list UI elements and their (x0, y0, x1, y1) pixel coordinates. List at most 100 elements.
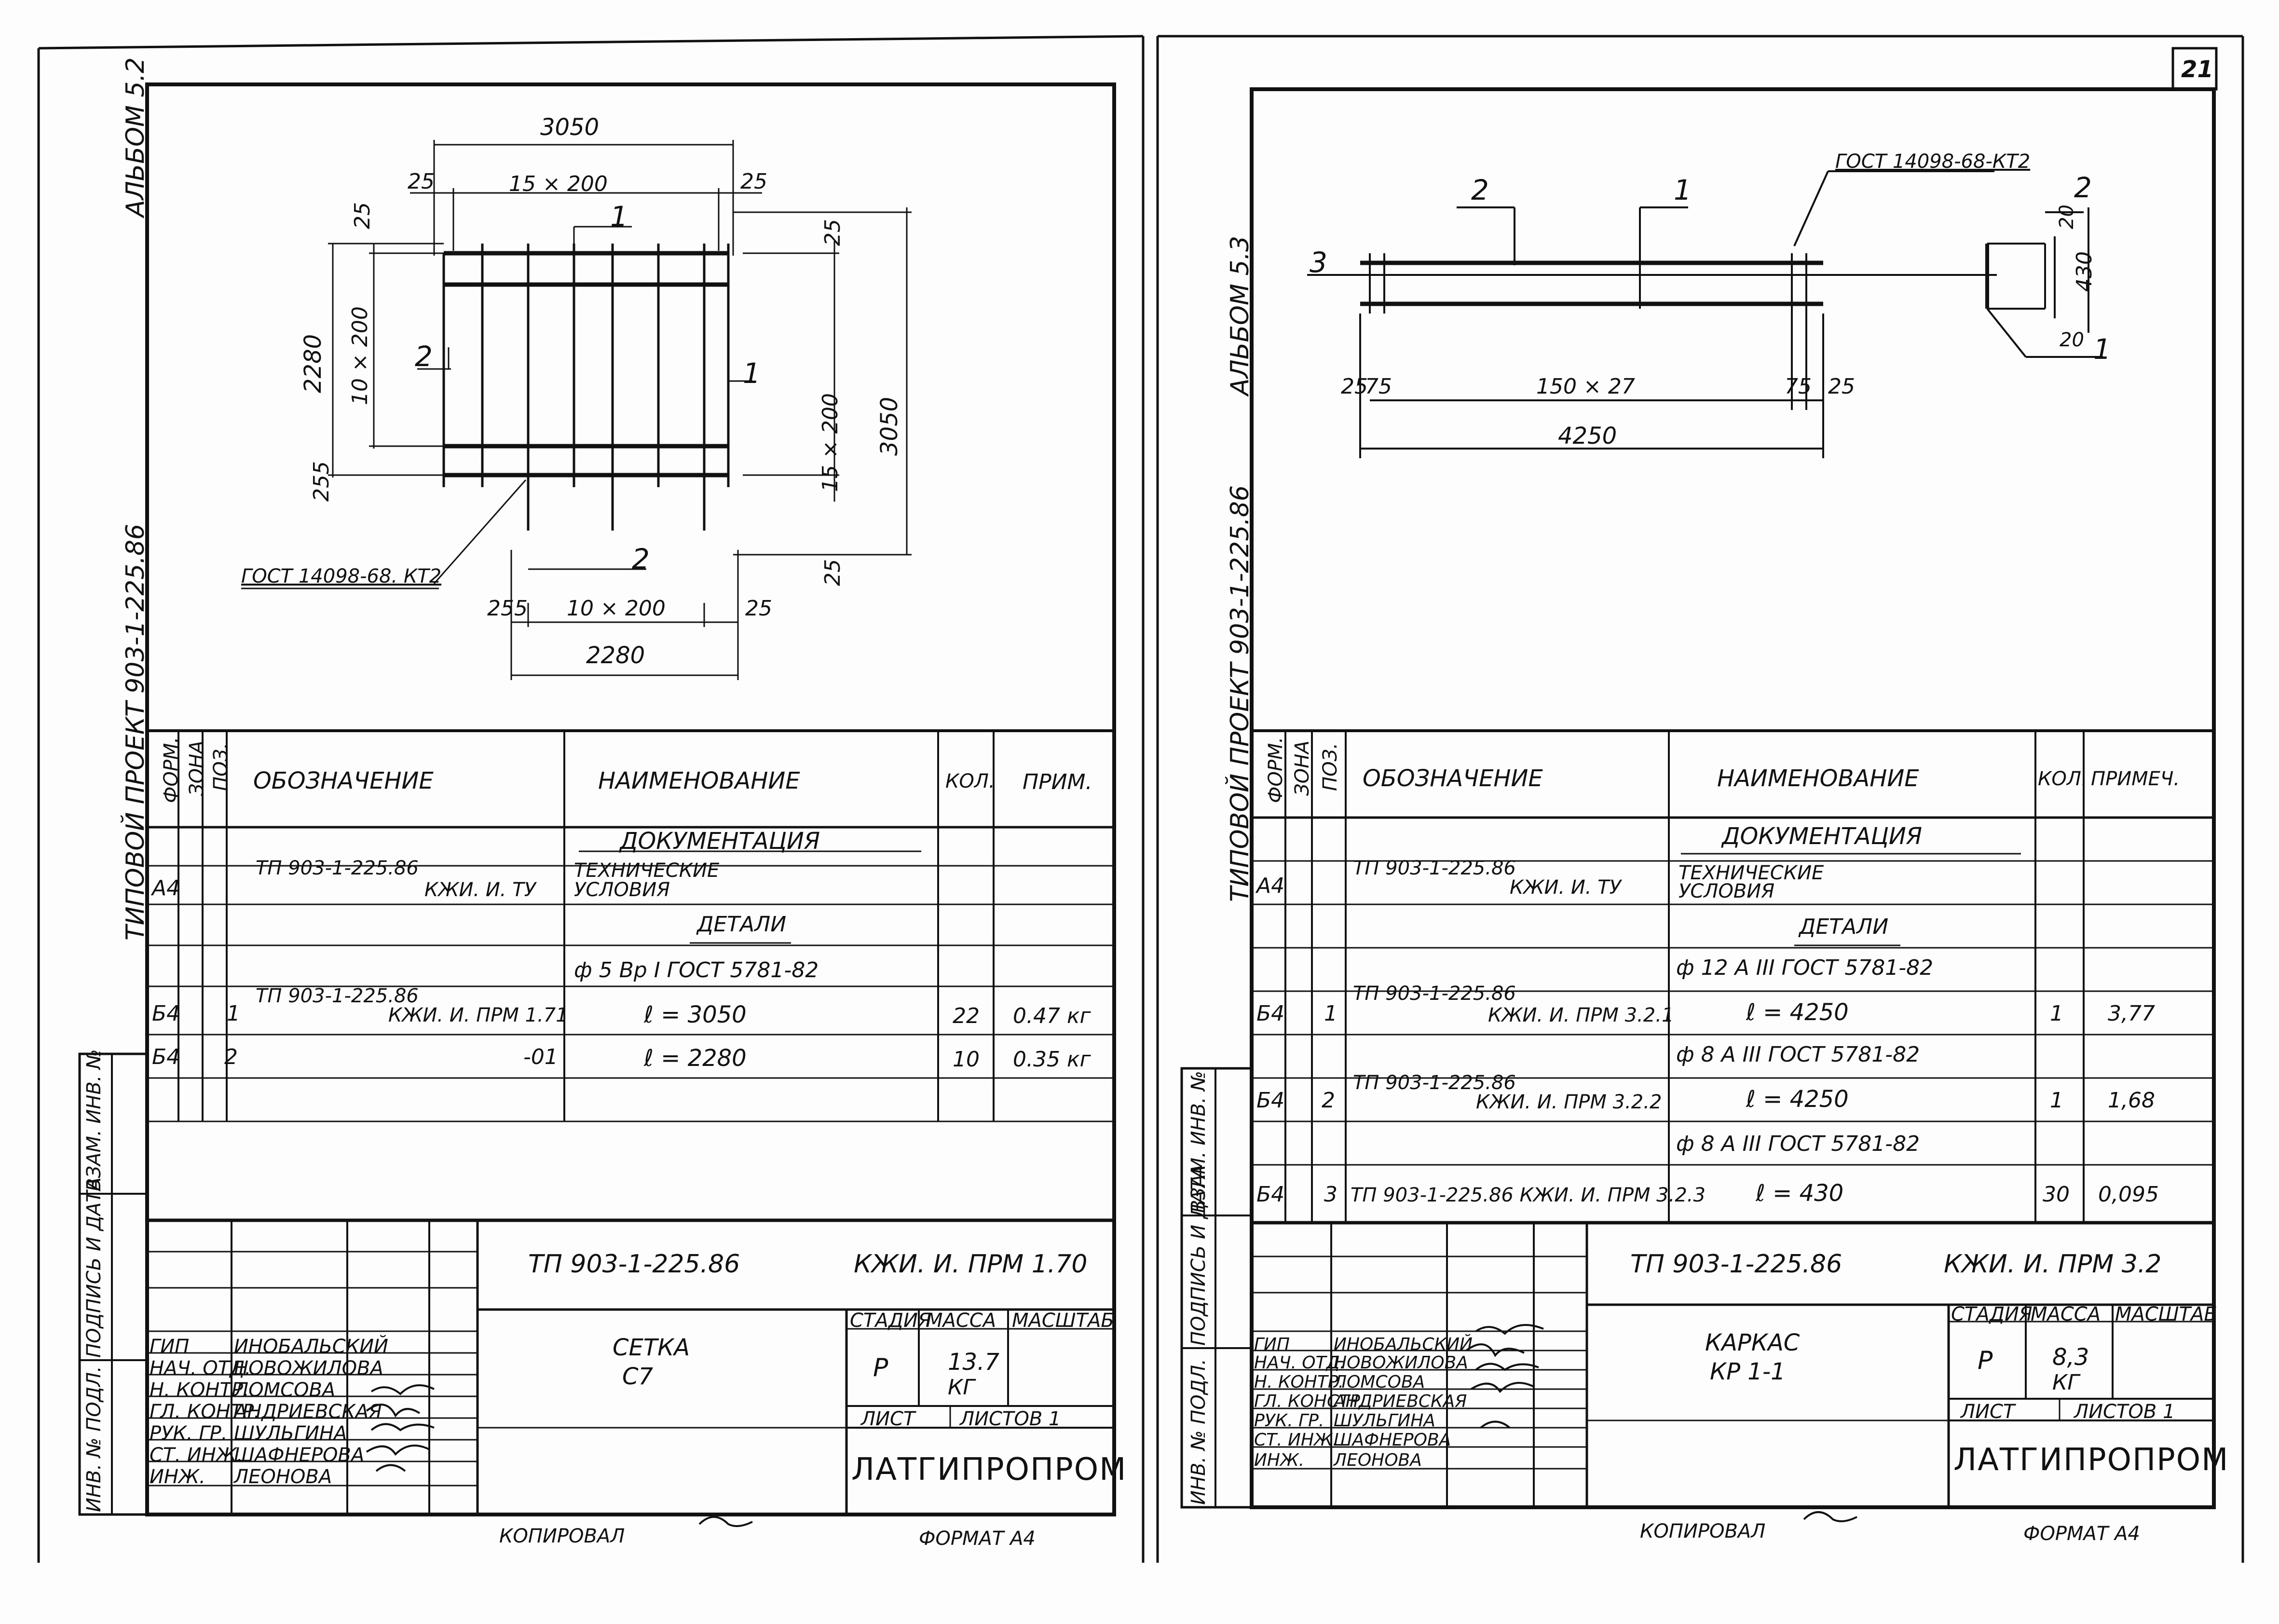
left-tb-mark: С7 (622, 1363, 654, 1390)
right-tb-mark: КР 1-1 (1710, 1358, 1786, 1385)
left-steel-grade: ф 5 Вр I ГОСТ 5781-82 (574, 958, 819, 983)
right-r3-form: Б4 (1256, 1088, 1285, 1113)
left-side-col-2: ПОДПИСЬ И ДАТА (83, 1177, 105, 1358)
left-hdr-pos: ПОЗ. (210, 743, 232, 791)
left-tb-role: ГИП (150, 1336, 190, 1358)
right-tb-role: НАЧ. ОТД. (1254, 1353, 1346, 1373)
right-tb-role: РУК. ГР. (1254, 1411, 1324, 1431)
right-r4-qty: 30 (2043, 1182, 2070, 1207)
left-r2-des: КЖИ. И. ПРМ 1.71 (388, 1004, 568, 1026)
left-callout-pos1: 1 (743, 357, 761, 390)
left-r3-form: Б4 (152, 1045, 180, 1069)
right-dim-75: 75 (1365, 374, 1392, 399)
right-dim-75: 75 (1785, 374, 1812, 399)
left-dim-10x200: 10 × 200 (567, 596, 666, 621)
right-tb-mass-header: МАССА (2031, 1303, 2101, 1325)
left-r1-des: КЖИ. И. ТУ (424, 879, 536, 901)
right-r2-des: КЖИ. И. ПРМ 3.2.1 (1488, 1004, 1674, 1026)
right-r3-des: КЖИ. И. ПРМ 3.2.2 (1476, 1091, 1662, 1113)
left-tb-mass-header: МАССА (926, 1310, 996, 1332)
right-r4-form: Б4 (1256, 1182, 1285, 1207)
right-r4-note: 0,095 (2098, 1182, 2159, 1207)
left-side-col-1: ВЗАМ. ИНВ. № (83, 1049, 105, 1191)
right-steel-grade: ф 12 А III ГОСТ 5781-82 (1676, 955, 1934, 980)
right-hdr-qty: КОЛ. (2038, 768, 2088, 790)
right-tb-sheet: ЛИСТ (1961, 1401, 2015, 1423)
left-dim-10x200-vertical: 10 × 200 (348, 306, 372, 405)
page-number: 21 (2181, 56, 2213, 83)
right-steel-grade: ф 8 А III ГОСТ 5781-82 (1676, 1042, 1920, 1067)
right-hdr-name: НАИМЕНОВАНИЕ (1717, 765, 1919, 792)
right-hdr-designation: ОБОЗНАЧЕНИЕ (1363, 765, 1543, 792)
right-r4-name: ℓ = 430 (1756, 1180, 1844, 1207)
left-tb-person: ИНОБАЛЬСКИЙ (234, 1336, 388, 1358)
right-hdr-zone: ЗОНА (1291, 740, 1313, 796)
left-r1-des: ТП 903-1-225.86 (256, 857, 419, 879)
right-hdr-note: ПРИМЕЧ. (2091, 768, 2180, 790)
right-callout-pos1: 1 (2093, 333, 2111, 366)
right-tb-role: Н. КОНТР. (1254, 1372, 1344, 1392)
right-r1-form: А4 (1256, 873, 1285, 898)
left-tb-role: СТ. ИНЖ. (150, 1444, 243, 1466)
left-r3-note: 0.35 кг (1013, 1047, 1091, 1072)
right-r2-des: ТП 903-1-225.86 (1353, 983, 1516, 1005)
left-dim-255: 255 (309, 461, 334, 502)
right-callout-pos3: 3 (1310, 246, 1327, 279)
left-tb-person: АНДРИЕВСКАЯ (234, 1401, 382, 1423)
left-r3-pos: 2 (224, 1045, 238, 1069)
left-dim-3050-vertical: 3050 (876, 396, 903, 456)
left-album-label: АЛЬБОМ 5.2 (121, 57, 150, 217)
left-dim-25: 25 (820, 219, 845, 246)
left-dim-3050: 3050 (540, 114, 600, 141)
right-r1-des: КЖИ. И. ТУ (1510, 876, 1621, 899)
left-hdr-designation: ОБОЗНАЧЕНИЕ (253, 767, 434, 794)
right-dim-25: 25 (1828, 374, 1855, 399)
right-tb-organization: ЛАТГИПРОПРОМ (1953, 1442, 2229, 1478)
left-side-col-3: ИНВ. № ПОДЛ. (83, 1366, 105, 1512)
right-album-label: АЛЬБОМ 5.3 (1226, 235, 1255, 396)
right-side-col-3: ИНВ. № ПОДЛ. (1187, 1359, 1210, 1505)
right-r3-note: 1,68 (2108, 1088, 2155, 1113)
right-hdr-form: ФОРМ. (1265, 737, 1287, 803)
right-dim-20: 20 (2056, 205, 2078, 229)
left-r3-des: -01 (523, 1045, 558, 1069)
right-dim-150x27: 150 × 27 (1536, 374, 1635, 399)
left-r1-name: ТЕХНИЧЕСКИЕ (574, 860, 720, 882)
left-project-label: ТИПОВОЙ ПРОЕКТ 903-1-225.86 (121, 524, 150, 941)
left-r2-pos: 1 (227, 1001, 240, 1026)
right-r2-form: Б4 (1256, 1001, 1285, 1026)
left-tb-title: СЕТКА (613, 1334, 690, 1361)
left-r2-qty: 22 (953, 1004, 980, 1028)
left-tb-role: Н. КОНТР. (150, 1379, 249, 1401)
right-r3-qty: 1 (2050, 1088, 2063, 1113)
left-tb-stage: Р (873, 1353, 888, 1382)
left-tb-person: ШУЛЬГИНА (234, 1422, 347, 1445)
left-dim-25: 25 (740, 169, 767, 194)
left-hdr-zone: ЗОНА (186, 740, 208, 796)
left-section-docs: ДОКУМЕНТАЦИЯ (620, 828, 820, 855)
right-r3-pos: 2 (1322, 1088, 1335, 1113)
right-tb-role: ИНЖ. (1254, 1450, 1305, 1470)
left-tb-stage-header: СТАДИЯ (850, 1310, 931, 1332)
right-r3-name: ℓ = 4250 (1746, 1086, 1849, 1113)
right-tb-person: ШУЛЬГИНА (1334, 1411, 1435, 1431)
left-callout-pos2: 2 (632, 543, 650, 575)
left-dim-15x200: 15 × 200 (509, 172, 608, 196)
right-tb-person: ШАФНЕРОВА (1334, 1430, 1451, 1450)
left-r2-des: ТП 903-1-225.86 (256, 985, 419, 1007)
left-tb-person: ШАФНЕРОВА (234, 1444, 365, 1466)
right-steel-grade: ф 8 А III ГОСТ 5781-82 (1676, 1132, 1920, 1156)
right-sheet-frame (1250, 87, 2216, 1509)
left-tb-person: ЛОМСОВА (234, 1379, 336, 1401)
right-r1-des: ТП 903-1-225.86 (1353, 857, 1516, 879)
right-tb-role: СТ. ИНЖ. (1254, 1430, 1338, 1450)
right-format-label: ФОРМАТ А4 (2023, 1523, 2140, 1545)
left-hdr-qty: КОЛ. (945, 770, 995, 792)
right-weld-gost: ГОСТ 14098-68-КТ2 (1835, 150, 2031, 173)
right-dim-430: 430 (2072, 251, 2097, 292)
left-tb-person: НОВОЖИЛОВА (234, 1357, 383, 1379)
left-tb-code: КЖИ. И. ПРМ 1.70 (854, 1250, 1088, 1279)
left-tb-role: ИНЖ. (150, 1466, 205, 1488)
